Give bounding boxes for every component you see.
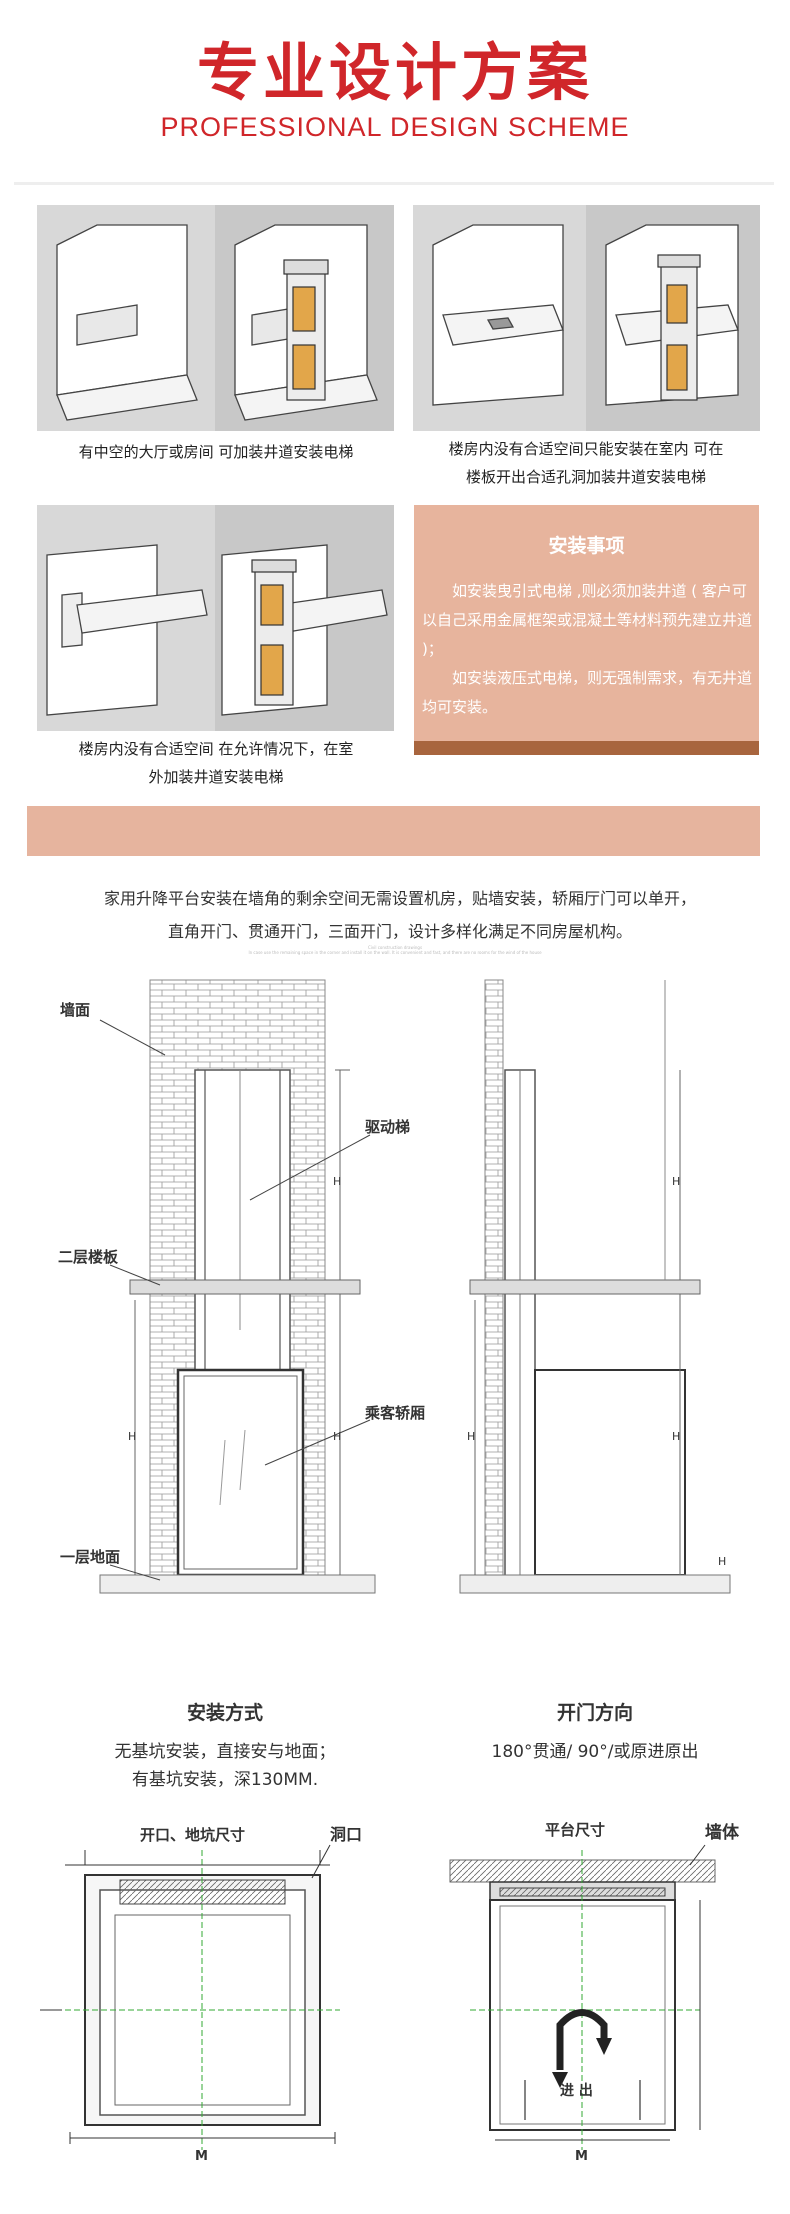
dim-h-2: H (333, 1430, 341, 1443)
label-drive: 驱动梯 (365, 1118, 410, 1136)
plan-drawings: M 开口、地坑尺寸 洞口 进 出 M 平台尺寸 墙体 (0, 1810, 790, 2214)
install-notice: 安装事项 如安装曳引式电梯 ,则必须加装井道 ( 客户可以自己采用金属框架或混凝… (414, 505, 759, 755)
dim-h-3: H (128, 1430, 136, 1443)
install-line1: 无基坑安装，直接安与地面； (114, 1742, 336, 1762)
dim-h-1: H (333, 1175, 341, 1188)
case-3-illustration (37, 505, 394, 731)
dim-h-7: H (718, 1555, 726, 1568)
page-subtitle: PROFESSIONAL DESIGN SCHEME (160, 112, 630, 142)
install-dim-m: M (195, 2149, 208, 2164)
label-floor2: 二层楼板 (58, 1248, 119, 1266)
install-notice-title: 安装事项 (548, 535, 625, 557)
case-2 (413, 205, 760, 431)
case-2-caption-line1: 楼房内没有合适空间只能安装在室内 可在 (448, 440, 724, 458)
door-label-inout: 进 出 (560, 2082, 593, 2099)
install-sub: 无基坑安装，直接安与地面； 有基坑安装，深130MM. (60, 1738, 390, 1794)
divider (14, 182, 774, 185)
case-3 (37, 505, 394, 731)
case-1-illustration (37, 205, 394, 431)
door-label-wall: 墙体 (705, 1822, 740, 1843)
case-3-caption: 楼房内没有合适空间 在允许情况下，在室 外加装井道安装电梯 (30, 735, 402, 791)
install-notice-p2: 如安装液压式电梯，则无强制需求，有无井道均可安装。 (422, 669, 753, 716)
case-1 (37, 205, 394, 431)
install-line2: 有基坑安装，深130MM. (131, 1770, 319, 1790)
drawing-caption-title: Civil construction drawings (367, 945, 423, 950)
dim-h-6: H (467, 1430, 475, 1443)
install-notice-p1: 如安装曳引式电梯 ,则必须加装井道 ( 客户可以自己采用金属框架或混凝土等材料预… (422, 582, 753, 658)
install-label-hole: 洞口 (330, 1825, 362, 1844)
install-notice-text: 如安装曳引式电梯 ,则必须加装井道 ( 客户可以自己采用金属框架或混凝土等材料预… (422, 577, 752, 722)
construction-drawing: H H H 墙面 驱动梯 二层楼板 乘客轿厢 一层地面 H H H H (0, 960, 790, 1664)
case-2-caption-line2: 楼板开出合适孔洞加装井道安装电梯 (465, 468, 706, 486)
label-floor1: 一层地面 (60, 1548, 120, 1566)
case-3-caption-line2: 外加装井道安装电梯 (148, 768, 284, 786)
door-title: 开门方向 (556, 1702, 633, 1724)
case-3-caption-line1: 楼房内没有合适空间 在允许情况下，在室 (78, 740, 354, 758)
description-line2: 直角开门、贯通开门，三面开门，设计多样化满足不同房屋机构。 (167, 922, 632, 941)
dim-h-4: H (672, 1175, 680, 1188)
label-cabin: 乘客轿厢 (364, 1404, 425, 1422)
drawing-caption: Civil construction drawings In case use … (0, 945, 790, 955)
case-2-illustration (413, 205, 760, 431)
dim-h-5: H (672, 1430, 680, 1443)
door-dim-m: M (575, 2149, 588, 2164)
label-wall: 墙面 (60, 1001, 90, 1019)
door-sub: 180°贯通/ 90°/或原进原出 (430, 1738, 760, 1766)
description-line1: 家用升降平台安装在墙角的剩余空间无需设置机房，贴墙安装，轿厢厅门可以单开， (103, 889, 696, 908)
door-label-platform: 平台尺寸 (545, 1821, 605, 1839)
install-label-opening: 开口、地坑尺寸 (140, 1826, 245, 1844)
install-title: 安装方式 (186, 1702, 263, 1724)
case-2-caption: 楼房内没有合适空间只能安装在室内 可在 楼板开出合适孔洞加装井道安装电梯 (400, 435, 772, 491)
door-line1: 180°贯通/ 90°/或原进原出 (491, 1742, 699, 1762)
install-notice-bar (414, 741, 759, 755)
case-1-caption: 有中空的大厅或房间 可加装井道安装电梯 (78, 443, 354, 461)
drawing-caption-line: In case use the remaining space in the c… (248, 950, 542, 955)
page-title: 专业设计方案 (196, 36, 593, 109)
description: 家用升降平台安装在墙角的剩余空间无需设置机房，贴墙安装，轿厢厅门可以单开， 直角… (30, 882, 770, 948)
section-band (27, 806, 760, 856)
